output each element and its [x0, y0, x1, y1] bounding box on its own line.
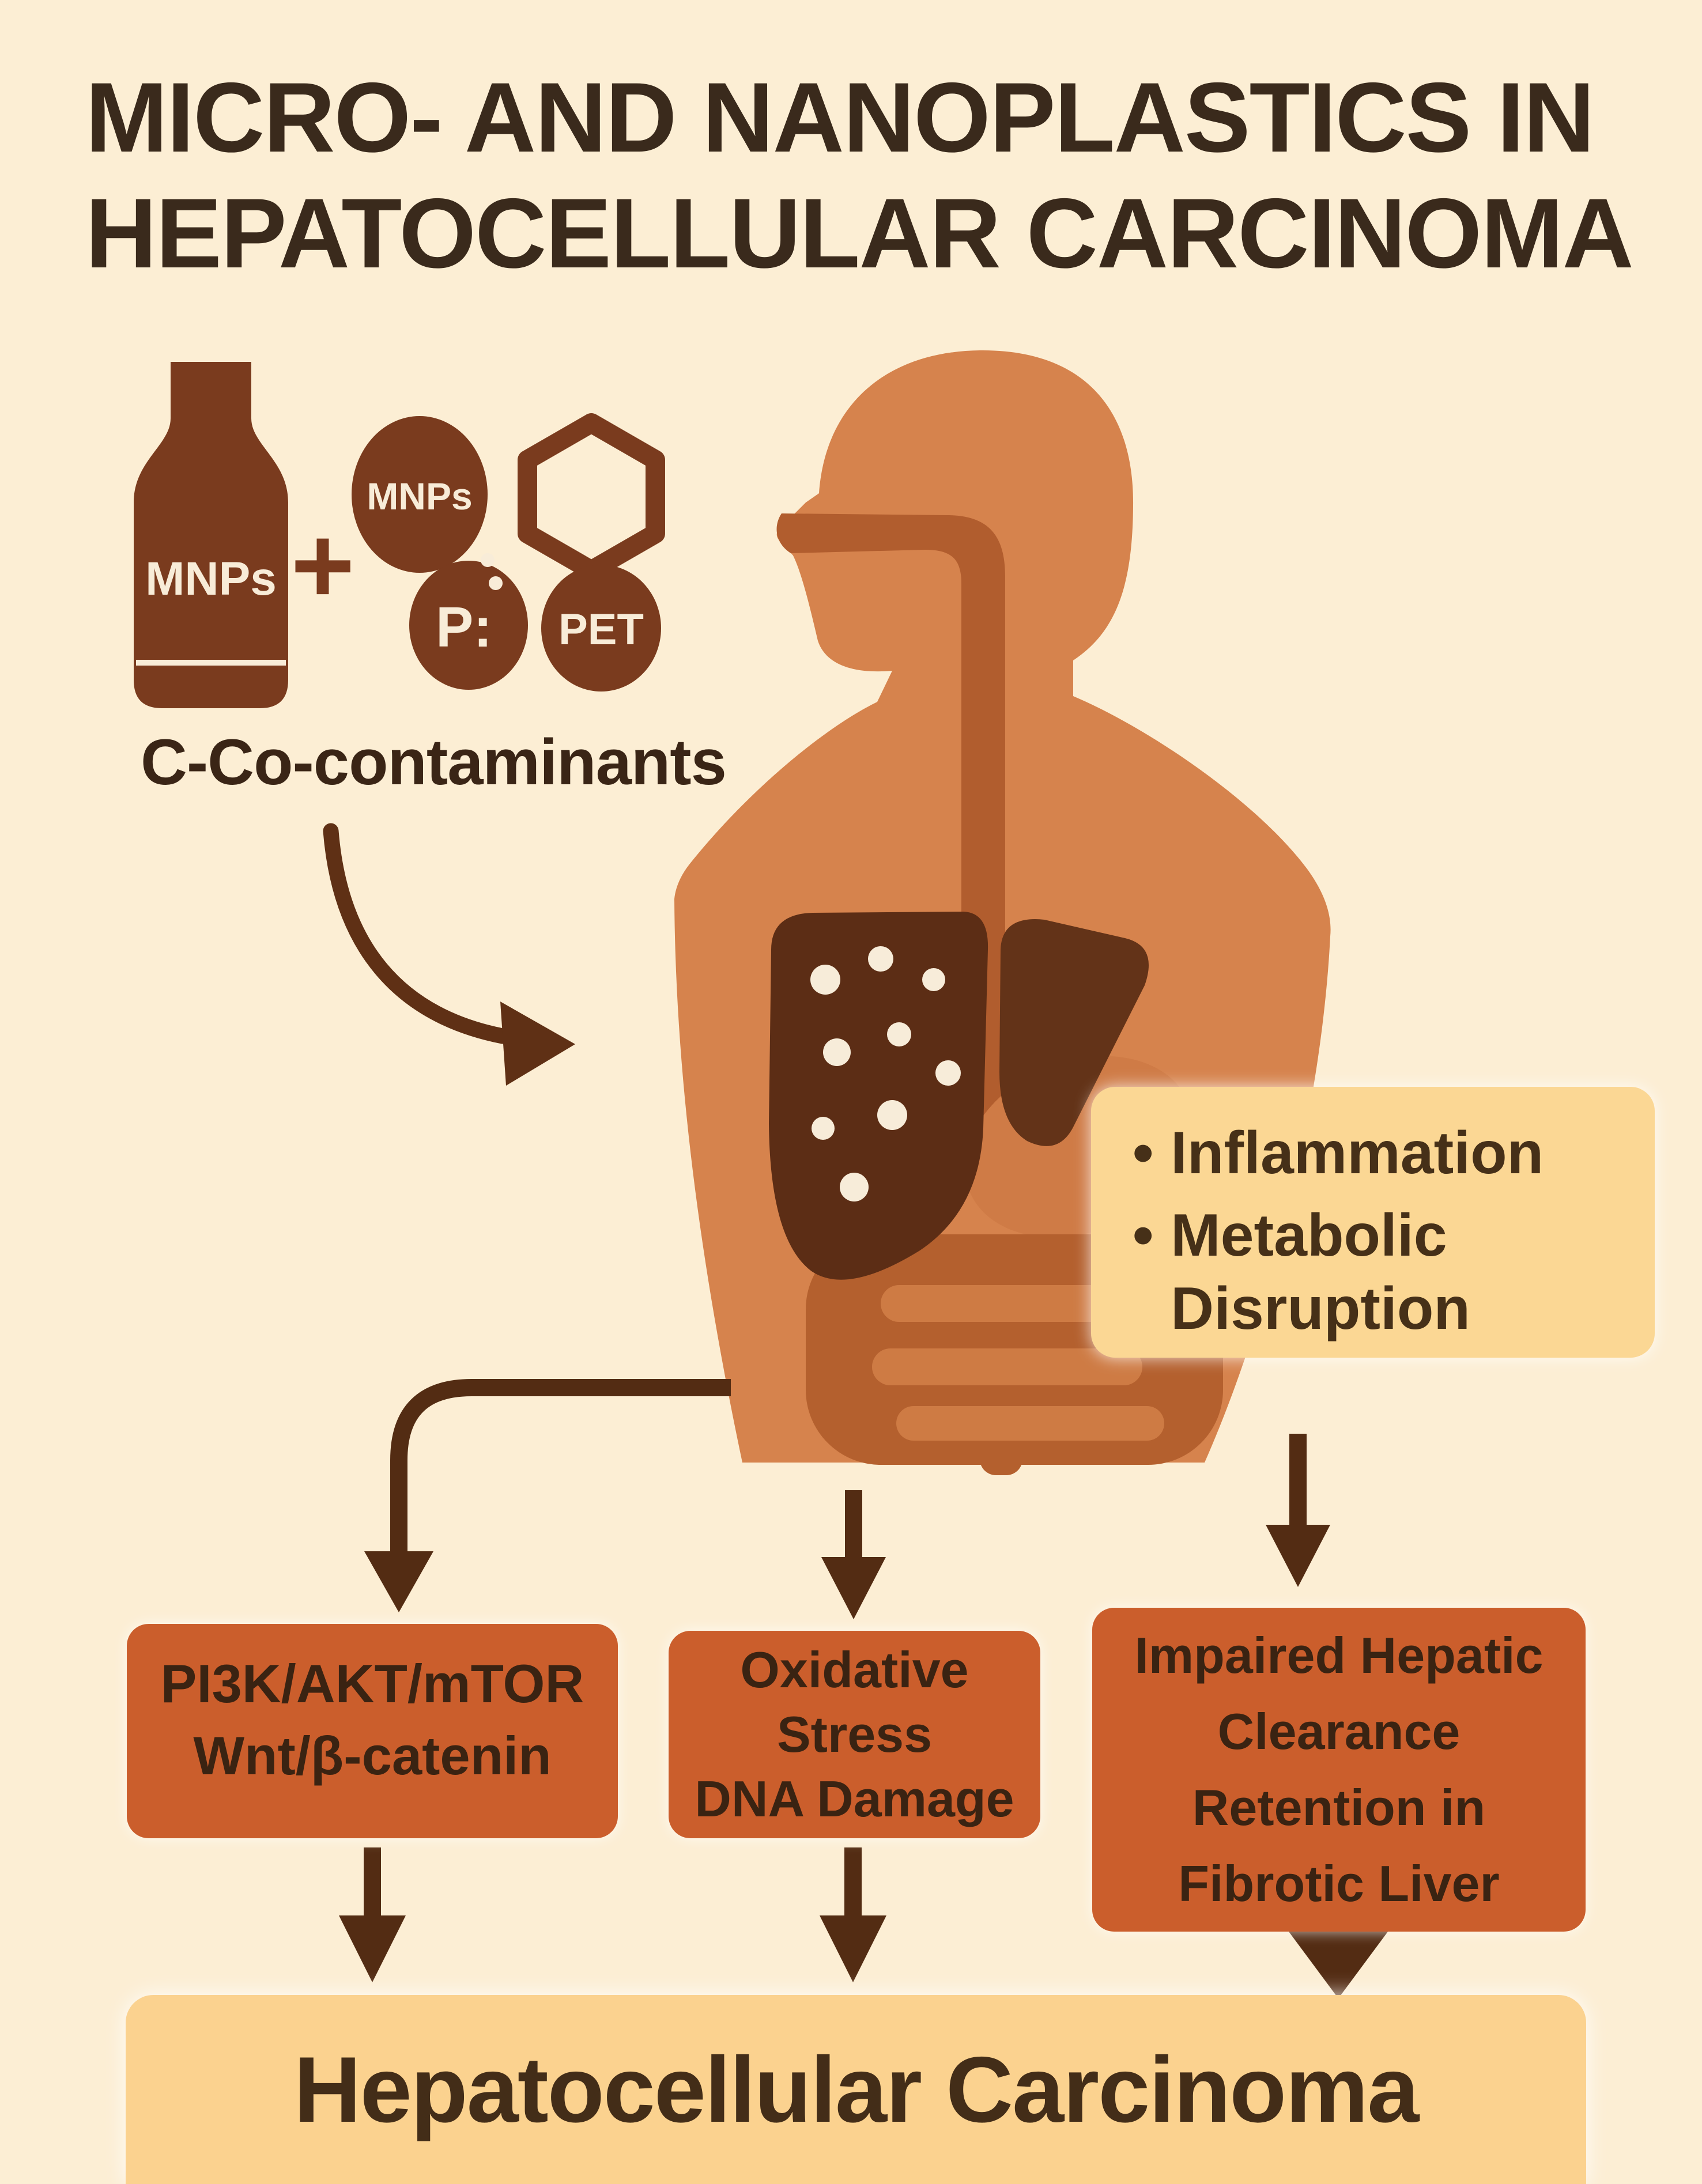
- effects-box: • Inflammation • Metabolic Disruption: [1091, 1087, 1655, 1358]
- pathway-box-oxidative-stress: Oxidative Stress DNA Damage: [669, 1631, 1040, 1838]
- box1-to-outcome-arrow: [339, 1847, 406, 1982]
- effect-item-inflammation: • Inflammation: [1133, 1117, 1632, 1190]
- effect-label: Metabolic Disruption: [1171, 1201, 1470, 1342]
- flow-arrows: [339, 1379, 1388, 1998]
- phosphorus-particle-icon: P:: [409, 553, 528, 690]
- outcome-bar: Hepatocellular Carcinoma: [126, 1995, 1586, 2184]
- pathway-line: Retention in: [1192, 1779, 1486, 1836]
- effect-label: Inflammation: [1171, 1120, 1544, 1187]
- pathway-line: Stress: [776, 1706, 933, 1763]
- bottle-label: MNPs: [145, 553, 277, 605]
- bullet-icon: •: [1133, 1201, 1154, 1269]
- pathway-line: PI3K/AKT/mTOR: [160, 1653, 584, 1714]
- pathway-line: Clearance: [1217, 1703, 1461, 1760]
- pathway-line: DNA Damage: [695, 1770, 1014, 1827]
- pet-particle-icon: PET: [541, 565, 661, 692]
- title-line-1: MICRO- AND NANOPLASTICS IN: [85, 62, 1595, 173]
- effect-item-metabolic-disruption: • Metabolic Disruption: [1133, 1199, 1632, 1346]
- pathway-line: Fibrotic Liver: [1178, 1855, 1500, 1912]
- contaminants-caption: C-Co-contaminants: [141, 726, 727, 798]
- title-line-2: HEPATOCELLULAR CARCINOMA: [85, 178, 1634, 289]
- pathway-box-impaired-clearance: Impaired Hepatic Clearance Retention in …: [1092, 1608, 1586, 1932]
- body-to-box2-arrow: [821, 1490, 886, 1619]
- hexagon-benzene-icon: [518, 413, 665, 580]
- contaminants-to-liver-arrow: [323, 823, 575, 1086]
- pathway-line: Wnt/β-catenin: [193, 1725, 552, 1786]
- body-to-box1-elbow-arrow: [364, 1379, 731, 1612]
- outcome-label: Hepatocellular Carcinoma: [293, 2038, 1420, 2142]
- mnps-particle-label: MNPs: [367, 475, 472, 517]
- box3-to-outcome-arrowhead: [1289, 1932, 1388, 1998]
- mnps-particle-icon: MNPs: [352, 416, 488, 573]
- liver-left-lobe: [769, 912, 988, 1280]
- mnp-bottle-icon: MNPs: [134, 362, 288, 708]
- bullet-icon: •: [1133, 1120, 1154, 1187]
- liver-right-lobe: [999, 919, 1149, 1146]
- phosphorus-particle-label: P:: [436, 595, 492, 659]
- page-title: MICRO- AND NANOPLASTICS IN HEPATOCELLULA…: [85, 60, 1634, 292]
- pet-particle-label: PET: [558, 605, 644, 654]
- pathway-box-signaling: PI3K/AKT/mTOR Wnt/β-catenin: [127, 1624, 618, 1838]
- pathway-line: Oxidative: [740, 1641, 969, 1699]
- box2-to-outcome-arrow: [820, 1847, 886, 1982]
- effects-to-box3-arrow: [1266, 1434, 1330, 1587]
- plus-icon: +: [291, 504, 355, 626]
- mnp-dots-in-liver: [810, 946, 961, 1201]
- pathway-line: Impaired Hepatic: [1134, 1627, 1544, 1684]
